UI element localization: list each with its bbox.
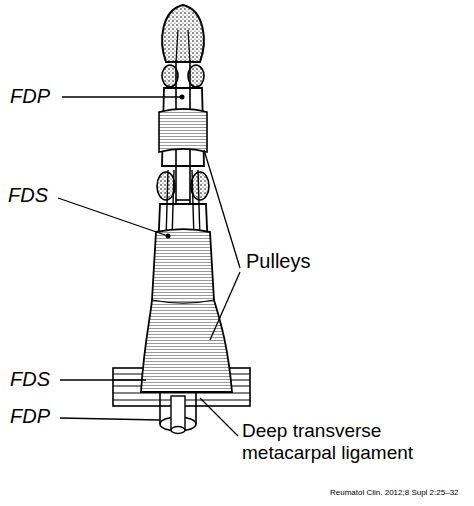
leader-line [58, 198, 168, 236]
part-label: FDP [10, 405, 70, 428]
part-label: Pulleys [246, 250, 346, 273]
leader-line [60, 418, 160, 420]
part-label: Deep transverse metacarpal ligament [242, 420, 457, 464]
leader-line [210, 272, 240, 340]
pip-condyle [157, 172, 175, 200]
fdp-cut-end [171, 427, 185, 434]
part-label: FDS [10, 368, 70, 391]
part-label: FDP [10, 85, 70, 108]
fdp-tendon [176, 199, 190, 201]
leader-line [62, 96, 182, 97]
part-label: FDS [8, 184, 68, 207]
distal-phalanx [162, 5, 204, 62]
pulley [159, 109, 207, 152]
fdp-insertion [176, 30, 190, 62]
leader-line [60, 379, 146, 380]
citation: Reumatol Clin. 2012;8 Supl 2:25–32 [330, 488, 474, 497]
pulley-edge [152, 300, 214, 303]
leader-line [204, 150, 240, 268]
pulley-sheath [141, 229, 232, 392]
fdp-tendon [171, 396, 185, 430]
leader-line [200, 398, 238, 436]
pip-condyle [191, 172, 209, 200]
leader-dot [166, 234, 171, 239]
leader-dot [180, 95, 185, 100]
